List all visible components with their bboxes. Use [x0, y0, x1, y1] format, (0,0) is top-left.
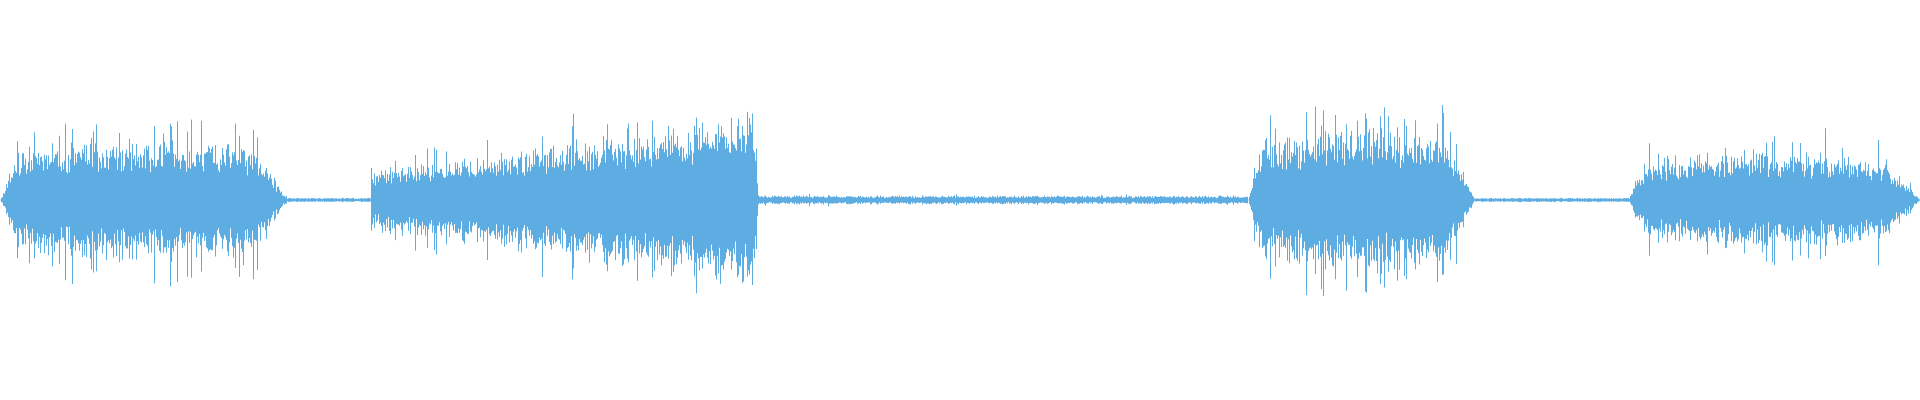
- waveform-trace: [1, 105, 1920, 296]
